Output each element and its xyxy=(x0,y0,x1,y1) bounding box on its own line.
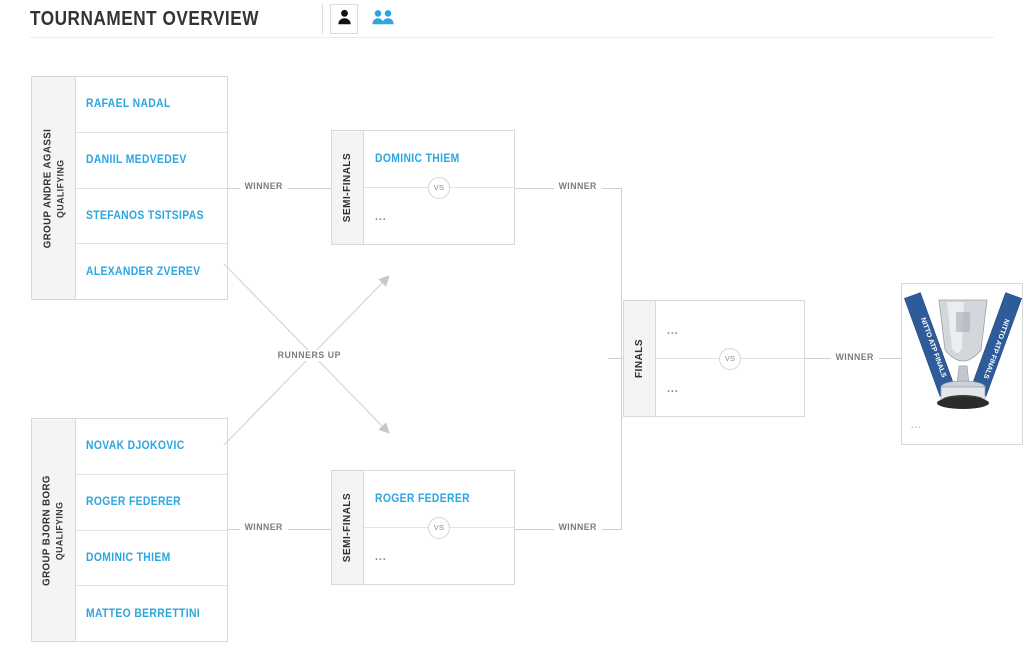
group-b-name: GROUP BJORN BORG xyxy=(41,474,53,586)
double-person-icon xyxy=(372,9,394,30)
semifinal-bottom-slots: ROGER FEDERER ... VS xyxy=(364,471,514,584)
connector-label-semi-bottom-winner: WINNER xyxy=(554,522,602,533)
player-placeholder: ... xyxy=(667,322,679,337)
stage-label: SEMI-FINALS xyxy=(342,492,354,563)
group-a-name: GROUP ANDRE AGASSI xyxy=(41,128,53,248)
list-item[interactable]: DANIIL MEDVEDEV xyxy=(76,133,227,189)
player-name: DOMINIC THIEM xyxy=(375,153,460,165)
player-name: ALEXANDER ZVEREV xyxy=(86,265,201,278)
finals-box: FINALS ... ... VS xyxy=(623,300,805,417)
list-item[interactable]: DOMINIC THIEM xyxy=(76,531,227,587)
runners-up-arrows xyxy=(223,263,390,446)
trophy-icon: NITTO ATP FINALS NITTO ATP FINALS xyxy=(904,292,1022,409)
semifinal-top-box: SEMI-FINALS DOMINIC THIEM ... VS xyxy=(331,130,515,245)
doubles-view-button[interactable] xyxy=(369,4,398,34)
vs-badge: VS xyxy=(719,347,741,370)
match-slot-bottom[interactable]: ... xyxy=(656,359,804,416)
connector-label-semi-top-winner: WINNER xyxy=(554,181,602,192)
player-name: STEFANOS TSITSIPAS xyxy=(86,209,204,222)
group-b-players: NOVAK DJOKOVIC ROGER FEDERER DOMINIC THI… xyxy=(76,419,227,641)
player-name: ROGER FEDERER xyxy=(86,496,181,509)
list-item[interactable]: MATTEO BERRETTINI xyxy=(76,586,227,641)
toggle-divider xyxy=(322,4,324,34)
list-item[interactable]: ROGER FEDERER xyxy=(76,475,227,531)
trophy-caption: ... xyxy=(911,420,922,430)
finals-slots: ... ... VS xyxy=(656,301,804,416)
player-name: DANIIL MEDVEDEV xyxy=(86,154,187,167)
group-panel-b: GROUP BJORN BORG QUALIFYING NOVAK DJOKOV… xyxy=(31,418,228,642)
connector-finals-stub xyxy=(608,358,624,359)
vs-badge: VS xyxy=(428,176,450,199)
player-name: RAFAEL NADAL xyxy=(86,98,171,111)
match-slot-bottom[interactable]: ... xyxy=(364,528,514,584)
connector-label-group-b-winner: WINNER xyxy=(240,522,288,533)
connector-finals-join xyxy=(621,188,622,530)
connector-label-final-winner: WINNER xyxy=(831,352,879,363)
single-person-icon xyxy=(337,9,352,30)
semifinal-top-slots: DOMINIC THIEM ... VS xyxy=(364,131,514,244)
player-name: DOMINIC THIEM xyxy=(86,551,171,564)
page-header: TOURNAMENT OVERVIEW xyxy=(0,0,1024,38)
header-divider xyxy=(30,37,994,38)
semifinal-bottom-stage-label: SEMI-FINALS xyxy=(332,471,364,584)
finals-stage-label: FINALS xyxy=(624,301,656,416)
list-item[interactable]: NOVAK DJOKOVIC xyxy=(76,419,227,475)
group-b-side-label: GROUP BJORN BORG QUALIFYING xyxy=(32,419,76,641)
stage-label: FINALS xyxy=(634,338,646,379)
semifinal-bottom-box: SEMI-FINALS ROGER FEDERER ... VS xyxy=(331,470,515,585)
view-toggle-group xyxy=(322,0,398,38)
player-placeholder: ... xyxy=(375,549,387,563)
group-panel-a: GROUP ANDRE AGASSI QUALIFYING RAFAEL NAD… xyxy=(31,76,228,300)
trophy-card[interactable]: NITTO ATP FINALS NITTO ATP FINALS ... xyxy=(901,283,1023,445)
player-placeholder: ... xyxy=(667,380,679,395)
list-item[interactable]: STEFANOS TSITSIPAS xyxy=(76,189,227,245)
group-a-side-label: GROUP ANDRE AGASSI QUALIFYING xyxy=(32,77,76,299)
player-placeholder: ... xyxy=(375,209,387,223)
connector-label-group-a-winner: WINNER xyxy=(240,181,288,192)
singles-view-button[interactable] xyxy=(330,4,359,34)
player-name: ROGER FEDERER xyxy=(375,493,470,505)
list-item[interactable]: ALEXANDER ZVEREV xyxy=(76,244,227,299)
match-slot-bottom[interactable]: ... xyxy=(364,188,514,244)
page-title: TOURNAMENT OVERVIEW xyxy=(30,7,259,30)
vs-badge: VS xyxy=(428,516,450,539)
group-a-stage: QUALIFYING xyxy=(55,158,66,218)
player-name: NOVAK DJOKOVIC xyxy=(86,440,185,453)
semifinal-top-stage-label: SEMI-FINALS xyxy=(332,131,364,244)
group-a-players: RAFAEL NADAL DANIIL MEDVEDEV STEFANOS TS… xyxy=(76,77,227,299)
group-b-stage: QUALIFYING xyxy=(55,500,66,560)
stage-label: SEMI-FINALS xyxy=(342,152,354,223)
player-name: MATTEO BERRETTINI xyxy=(86,607,201,620)
list-item[interactable]: RAFAEL NADAL xyxy=(76,77,227,133)
runners-up-label: RUNNERS UP xyxy=(274,350,345,361)
